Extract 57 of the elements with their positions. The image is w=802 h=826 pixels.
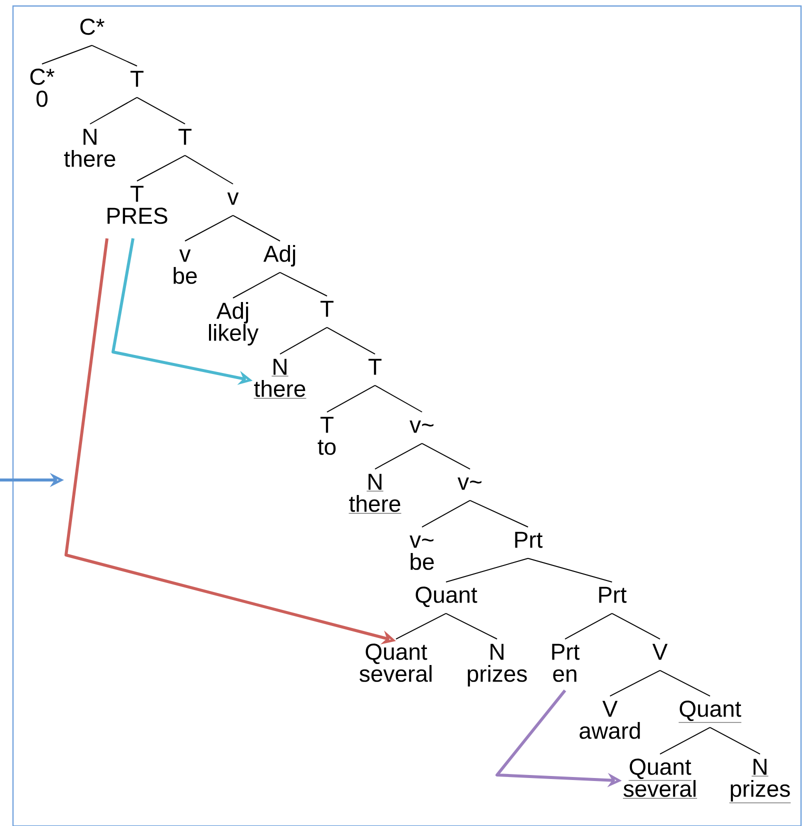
tree-branch	[422, 442, 470, 470]
tree-label: v~	[410, 420, 434, 433]
tree-branch	[90, 96, 138, 124]
tree-branch	[528, 558, 612, 582]
tree-branch	[184, 214, 234, 242]
word-label: N prizes	[468, 644, 527, 686]
tree-branch	[612, 612, 660, 640]
tree-branch	[374, 384, 422, 412]
word-label: N prizes	[729, 758, 791, 804]
word-label: T PRES	[108, 186, 168, 224]
tree-branch	[660, 670, 710, 696]
word-label: v~ be	[410, 536, 434, 570]
tree-branch	[184, 154, 234, 184]
tree-label: Quant	[416, 586, 478, 608]
tree-branch	[660, 726, 710, 754]
word-label: N there	[64, 128, 116, 167]
tree-label: T	[130, 70, 144, 87]
tree-branch	[232, 272, 280, 298]
tree-branch	[326, 384, 376, 412]
word-label: Adj likely	[209, 302, 259, 346]
word-label: V award	[580, 700, 640, 739]
tree-label: v~	[458, 478, 482, 490]
tree-branch	[422, 500, 470, 528]
word-label: N there	[254, 358, 306, 399]
word-label: v be	[174, 250, 197, 284]
tree-label: T	[320, 300, 334, 317]
tree-branch	[710, 726, 761, 754]
tree-branch	[470, 500, 528, 528]
tree-branch	[396, 612, 446, 640]
tree-branch	[564, 612, 612, 640]
tree-branch	[136, 96, 186, 124]
tree-branch	[42, 44, 92, 64]
tree-label: Prt	[515, 532, 543, 548]
tree-branch	[280, 272, 328, 296]
word-label: Quant several	[622, 758, 698, 799]
word-label: Quant several	[360, 644, 432, 682]
tree-label: Quant	[678, 700, 742, 723]
tree-label: T	[178, 128, 192, 145]
tree-branch	[326, 326, 376, 354]
tree-branch	[446, 612, 498, 640]
tree-branch	[374, 442, 422, 470]
tree-branch	[136, 154, 186, 182]
word-label: C* 0	[30, 68, 54, 107]
tree-label: v	[227, 192, 239, 205]
word-label: T to	[318, 416, 336, 455]
tree-branch	[232, 214, 280, 242]
tree-branch	[280, 326, 328, 354]
tree-branch	[446, 558, 528, 582]
tree-label: T	[368, 358, 382, 375]
tree-label: V	[652, 644, 668, 660]
tree-branch	[610, 670, 660, 696]
word-label: Prt en	[552, 644, 580, 682]
tree-label: Prt	[599, 586, 627, 603]
tree-branch	[92, 44, 138, 66]
word-label: N there	[348, 474, 402, 514]
tree-label: Adj	[263, 245, 296, 266]
tree-label: C*	[80, 18, 104, 35]
